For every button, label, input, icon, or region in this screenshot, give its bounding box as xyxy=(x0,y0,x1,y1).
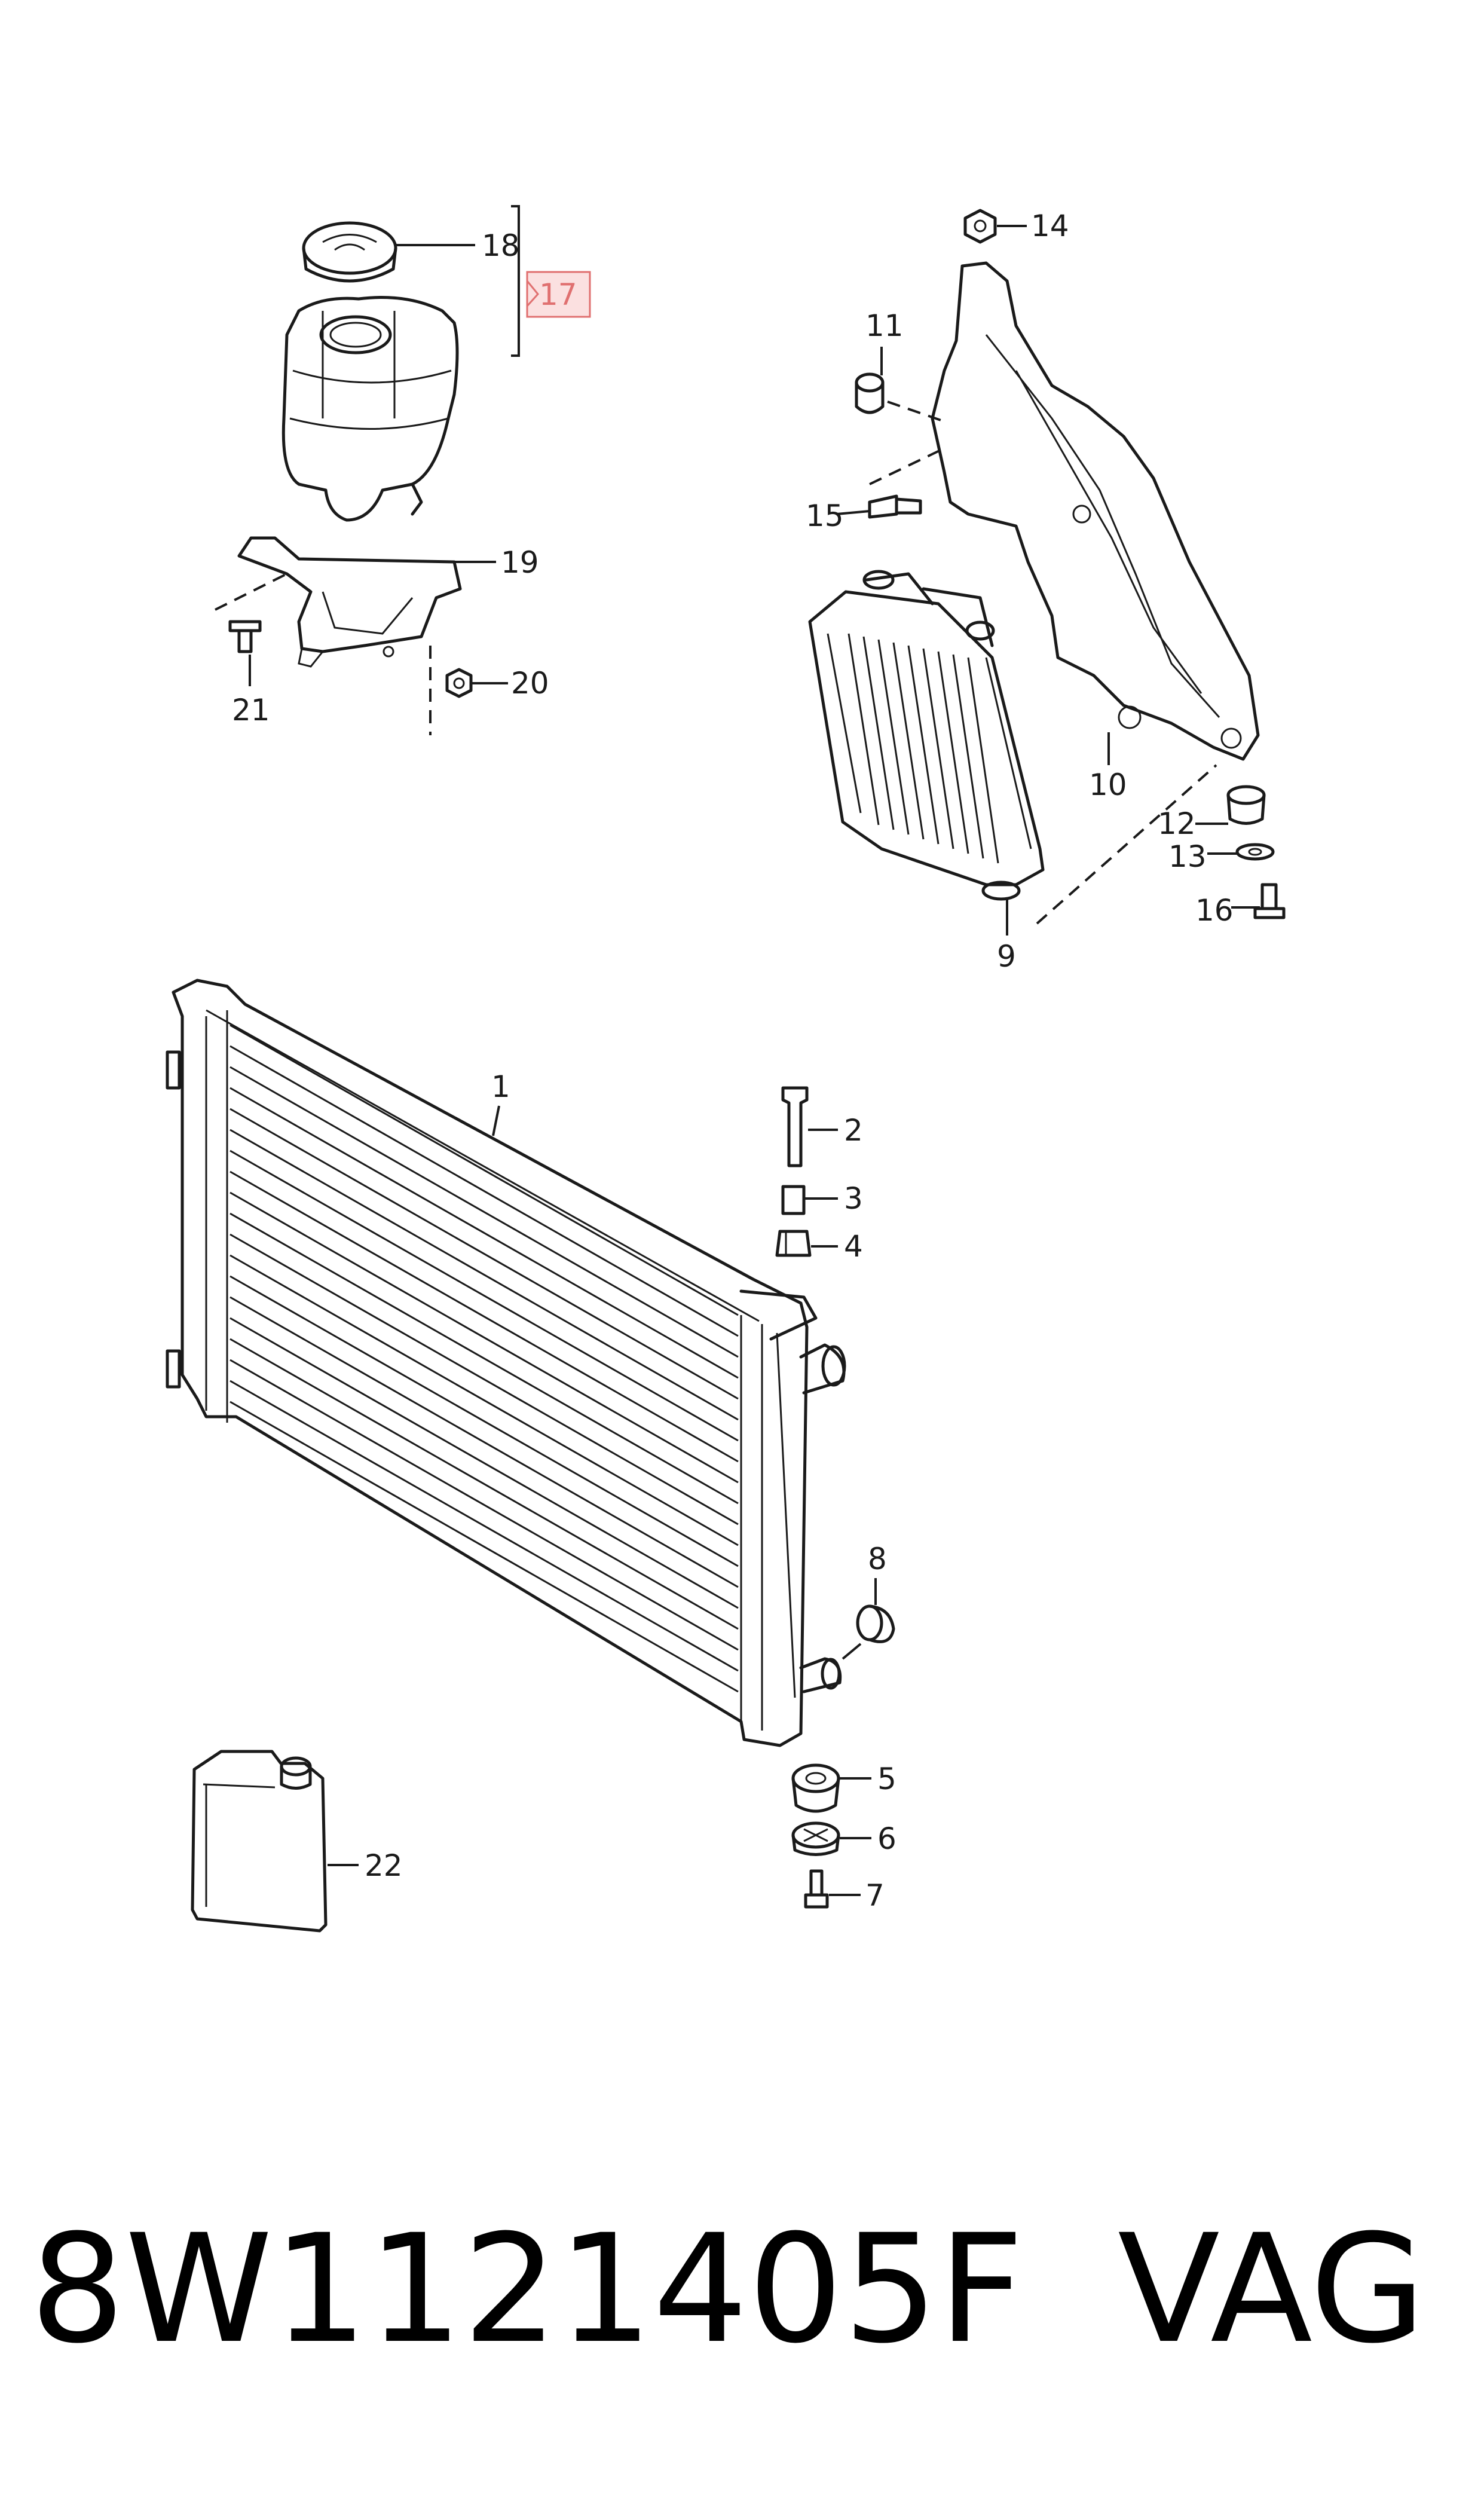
grommet-8[interactable] xyxy=(856,1604,895,1643)
expansion-tank[interactable] xyxy=(281,296,459,522)
callout-13: 13 xyxy=(1168,839,1207,874)
callout-1: 1 xyxy=(491,1069,510,1104)
callout-14: 14 xyxy=(1031,209,1069,243)
screw-7[interactable] xyxy=(804,1869,829,1909)
main-radiator[interactable] xyxy=(166,979,846,1747)
callout-3: 3 xyxy=(844,1181,863,1216)
callout-9: 9 xyxy=(997,939,1016,974)
dash-line-10 xyxy=(1036,764,1217,925)
bolt-15[interactable] xyxy=(868,494,922,519)
callout-17[interactable]: 17 xyxy=(539,277,577,312)
nut-14[interactable] xyxy=(963,209,997,244)
leader-lines xyxy=(249,225,1260,1896)
auxiliary-radiator[interactable] xyxy=(808,570,1045,901)
nut-20[interactable] xyxy=(445,668,473,698)
dash-line-21 xyxy=(215,573,287,611)
callout-2: 2 xyxy=(844,1113,863,1148)
brand-label: VAG xyxy=(1118,2202,1426,2376)
bolt-21[interactable] xyxy=(228,620,262,653)
washer-13[interactable] xyxy=(1235,843,1275,861)
callout-20: 20 xyxy=(511,666,549,701)
callout-21: 21 xyxy=(232,693,270,727)
callout-18: 18 xyxy=(482,228,520,263)
callout-19: 19 xyxy=(501,545,539,580)
callout-10: 10 xyxy=(1089,768,1127,802)
mount-6[interactable] xyxy=(791,1821,840,1856)
callout-5: 5 xyxy=(877,1762,896,1796)
mount-4[interactable] xyxy=(775,1230,812,1257)
bracket-line-17 xyxy=(511,205,520,357)
dash-line-11 xyxy=(887,401,945,423)
highlight-box-17[interactable] xyxy=(526,271,591,318)
callout-7: 7 xyxy=(865,1878,885,1913)
callout-11: 11 xyxy=(865,308,904,343)
coolant-canister[interactable] xyxy=(191,1750,328,1933)
spacer-11[interactable] xyxy=(855,372,885,414)
bolt-16[interactable] xyxy=(1253,883,1286,919)
callout-15: 15 xyxy=(806,499,844,533)
tank-bracket[interactable] xyxy=(237,536,462,668)
sleeve-3[interactable] xyxy=(781,1185,806,1215)
callout-8: 8 xyxy=(868,1542,887,1576)
callout-12: 12 xyxy=(1158,806,1196,841)
callout-6: 6 xyxy=(877,1821,896,1856)
filler-cap[interactable] xyxy=(302,221,397,283)
callout-4: 4 xyxy=(844,1229,863,1264)
dash-line-15 xyxy=(869,447,945,485)
auxiliary-radiator-bracket[interactable] xyxy=(931,261,1260,761)
callout-16: 16 xyxy=(1195,893,1234,928)
mount-5[interactable] xyxy=(791,1763,840,1813)
part-number-label: 8W1121405F xyxy=(30,2202,1024,2376)
mount-2[interactable] xyxy=(781,1086,809,1167)
callout-22: 22 xyxy=(365,1848,403,1883)
grommet-12[interactable] xyxy=(1226,785,1266,825)
